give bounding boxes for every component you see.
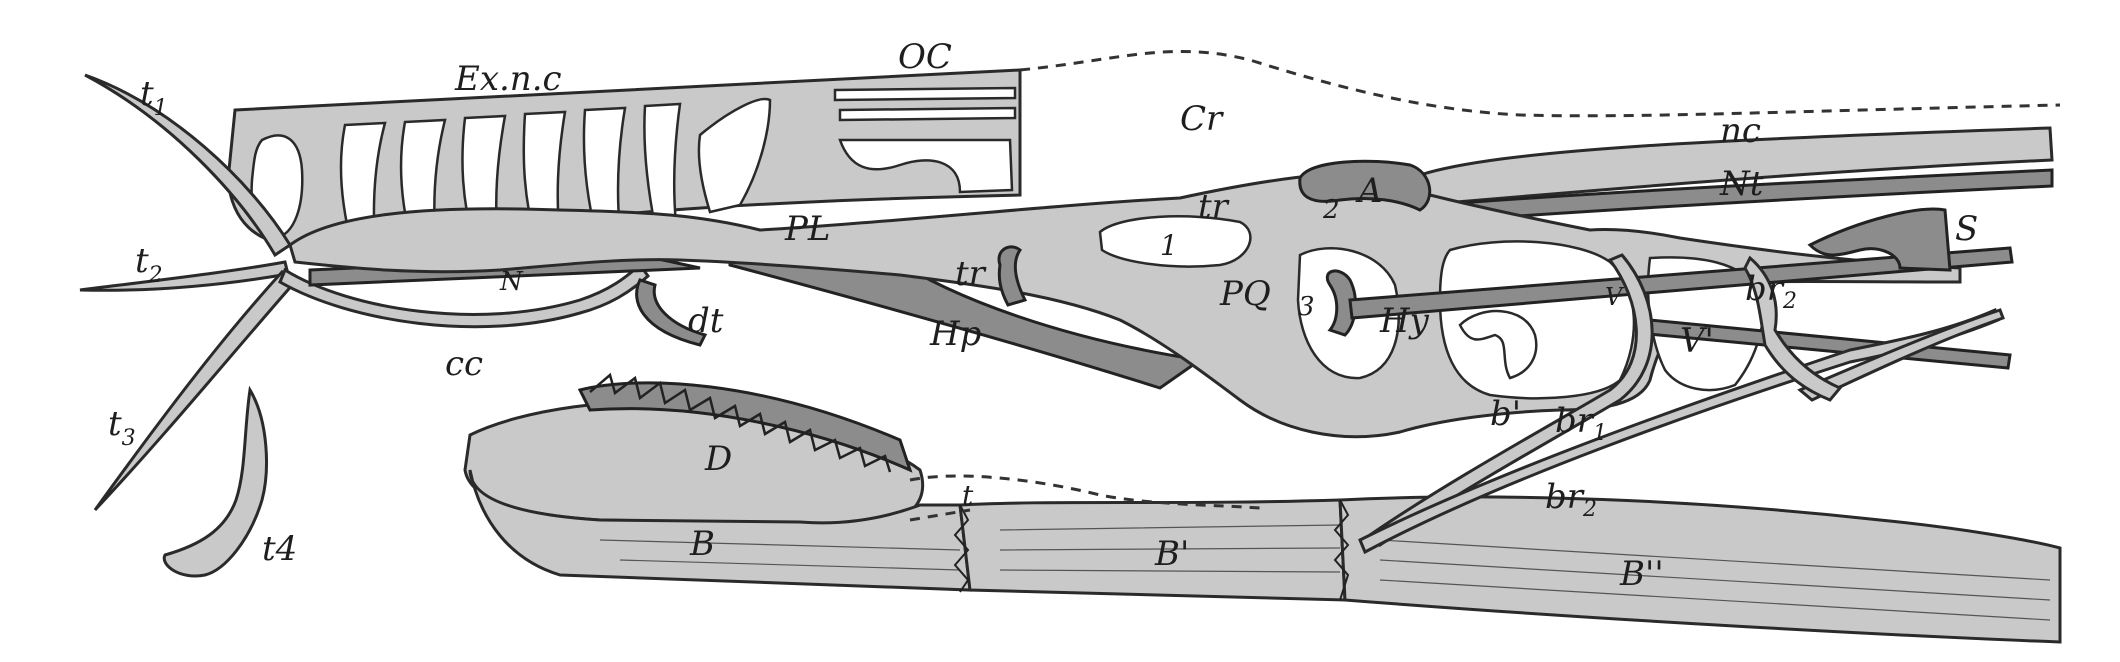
oc-window-stripe-1 xyxy=(835,88,1015,100)
label-t1: t1 xyxy=(140,74,168,121)
label-t-dashed: t xyxy=(962,479,974,512)
label-t3: t3 xyxy=(108,404,136,451)
label-hp: Hp xyxy=(929,314,981,354)
label-t2: t2 xyxy=(135,241,163,288)
oc-window-stripe-2 xyxy=(840,108,1015,120)
label-pl: PL xyxy=(784,209,830,249)
label-t4: t4 xyxy=(262,529,297,569)
label-b-prime-small: b' xyxy=(1490,394,1521,434)
label-oc: OC xyxy=(898,37,952,77)
label-s: S xyxy=(1955,209,1978,249)
label-b-double-prime: B'' xyxy=(1619,554,1664,594)
label-ex-n-c: Ex.n.c xyxy=(454,59,562,99)
label-cc: cc xyxy=(445,344,483,384)
b-double-prime-bar xyxy=(1340,497,2060,642)
cranial-outline-dashed xyxy=(1020,51,2060,115)
label-pq: PQ xyxy=(1219,274,1271,314)
label-nc: nc xyxy=(1720,111,1761,151)
label-d: D xyxy=(704,439,732,479)
label-a: A xyxy=(1355,171,1383,211)
label-cr: Cr xyxy=(1180,99,1224,139)
label-hy: Hy xyxy=(1379,301,1430,341)
label-two: 2 xyxy=(1322,195,1340,225)
tentacle-t2 xyxy=(80,262,288,290)
label-v-prime: V' xyxy=(1680,321,1714,361)
label-v: V xyxy=(1605,283,1625,311)
label-nt: Nt xyxy=(1719,164,1764,204)
label-b: B xyxy=(689,524,715,564)
label-br2-lower: br2 xyxy=(1545,477,1597,522)
label-tr-lower: tr xyxy=(955,254,987,294)
label-b-prime: B' xyxy=(1154,534,1189,574)
label-one: 1 xyxy=(1160,229,1178,262)
label-three: 3 xyxy=(1298,292,1315,322)
label-tr-upper: tr xyxy=(1198,187,1230,227)
label-n: N xyxy=(499,267,524,297)
label-dt: dt xyxy=(688,301,724,341)
